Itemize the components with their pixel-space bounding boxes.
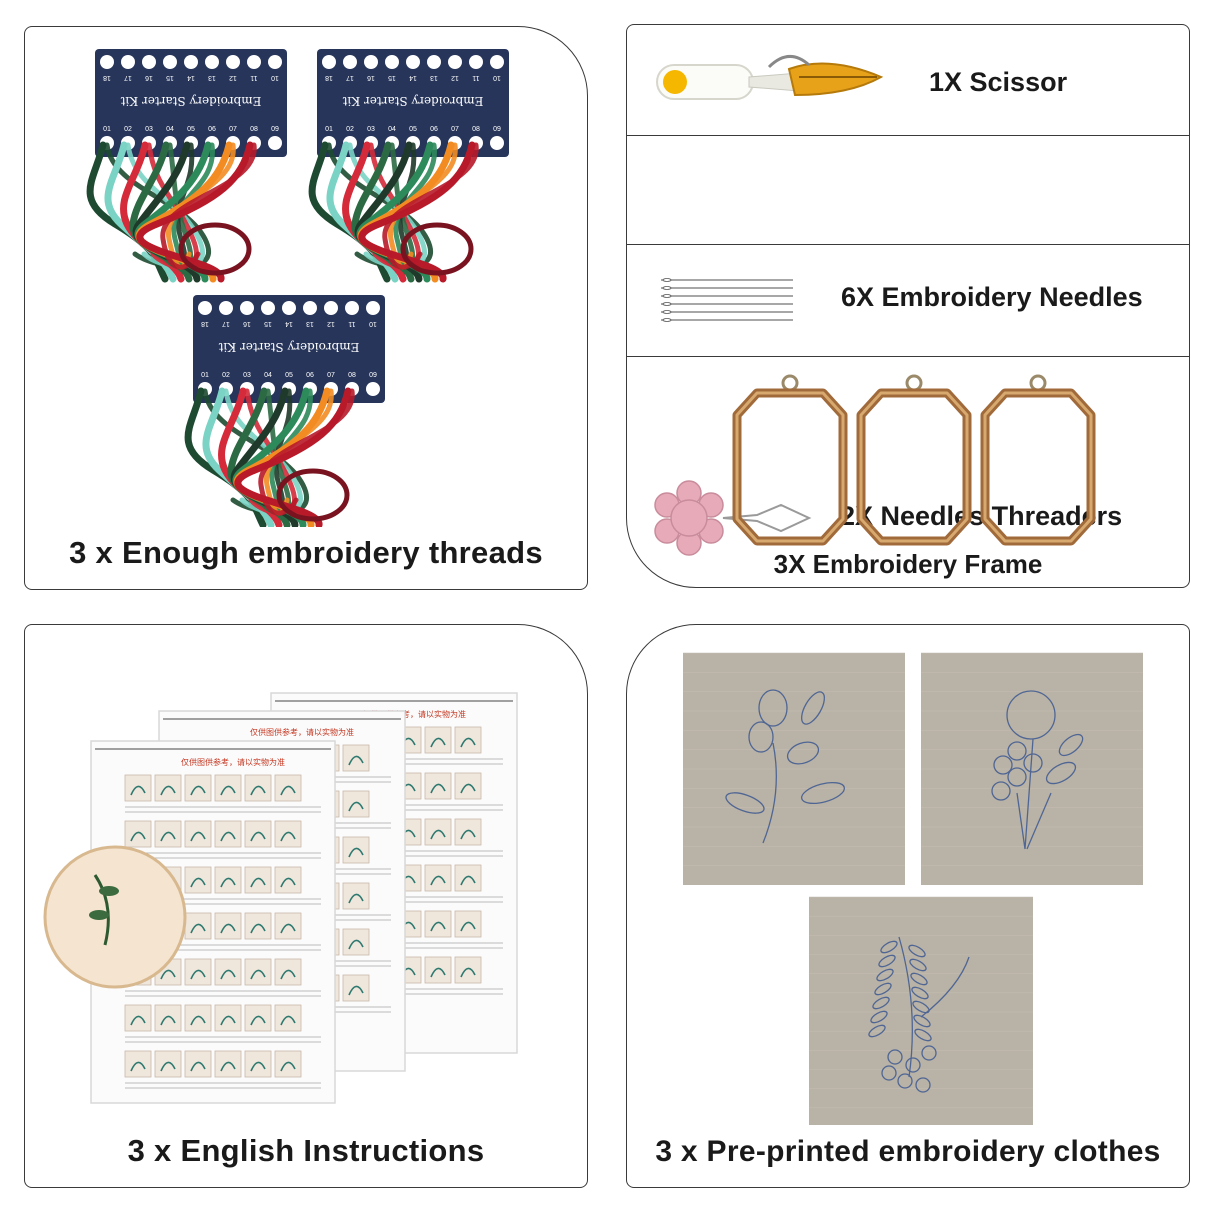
svg-text:17: 17 (124, 74, 132, 81)
svg-text:08: 08 (472, 126, 480, 133)
svg-text:04: 04 (166, 126, 174, 133)
svg-text:04: 04 (388, 126, 396, 133)
frame-label: 3X Embroidery Frame (773, 549, 1043, 579)
svg-text:03: 03 (145, 126, 153, 133)
embroidery-frame (732, 374, 848, 546)
svg-text:02: 02 (346, 126, 354, 133)
embroidery-frame (980, 374, 1096, 546)
svg-text:11: 11 (250, 74, 257, 81)
svg-text:10: 10 (271, 74, 279, 81)
svg-text:13: 13 (208, 74, 216, 81)
scissor-icon (656, 55, 884, 100)
thread-card: 18 01 17 02 16 03 15 04 14 05 13 06 12 07 11 08 10 09 Embr… (184, 295, 385, 527)
svg-text:02: 02 (124, 126, 132, 133)
svg-text:18: 18 (103, 74, 111, 81)
thread-card: 18 01 17 02 16 03 15 04 14 05 13 06 12 07 11 08 10 09 Embr… (86, 49, 287, 283)
svg-text:11: 11 (348, 320, 355, 327)
svg-text:14: 14 (409, 74, 417, 81)
svg-text:18: 18 (201, 320, 209, 327)
svg-text:15: 15 (166, 74, 174, 81)
svg-text:18: 18 (325, 74, 333, 81)
needles-icon (661, 278, 793, 322)
svg-text:03: 03 (243, 372, 251, 379)
embroidery-frames-icon (732, 374, 1096, 546)
svg-text:13: 13 (306, 320, 314, 327)
embroidery-frame (856, 374, 972, 546)
scissor-label: 1X Scissor (929, 67, 1068, 97)
fabric-swatch (809, 896, 1033, 1125)
threaders-row: 2X Needles Threaders (627, 245, 1189, 556)
thread-card: 18 01 17 02 16 03 15 04 14 05 13 06 12 07 11 08 10 09 Embr… (308, 49, 509, 283)
instructions-panel: 仅供图供参考，请以实物为准仅供图供参考，请以实物为准仅供图供参考，请以实物为准 … (24, 624, 588, 1188)
svg-text:15: 15 (388, 74, 396, 81)
svg-text:04: 04 (264, 372, 272, 379)
svg-text:07: 07 (327, 372, 335, 379)
svg-text:16: 16 (243, 320, 251, 327)
svg-text:仅供图供参考，请以实物为准: 仅供图供参考，请以实物为准 (250, 727, 354, 737)
fabrics-panel: 3 x Pre-printed embroidery clothes (626, 624, 1190, 1188)
scissor-row: 1X Scissor (627, 25, 1189, 136)
svg-text:13: 13 (430, 74, 438, 81)
svg-text:09: 09 (493, 126, 501, 133)
svg-text:07: 07 (229, 126, 237, 133)
svg-text:02: 02 (222, 372, 230, 379)
needles-label: 6X Embroidery Needles (841, 282, 1143, 312)
svg-text:14: 14 (285, 320, 293, 327)
svg-text:06: 06 (306, 372, 314, 379)
svg-text:10: 10 (369, 320, 377, 327)
svg-text:01: 01 (103, 126, 111, 133)
fabric-swatch (683, 652, 905, 885)
svg-text:07: 07 (451, 126, 459, 133)
svg-text:16: 16 (145, 74, 153, 81)
needle-threader-icon (654, 480, 812, 556)
svg-text:17: 17 (222, 320, 230, 327)
svg-text:06: 06 (208, 126, 216, 133)
threads-caption: 3 x Enough embroidery threads (69, 535, 543, 570)
svg-text:Embroidery Starter Kit: Embroidery Starter Kit (120, 94, 261, 108)
svg-text:01: 01 (325, 126, 333, 133)
tools-panel: 1X Scissor 6X Embroidery Needles 2X Need… (626, 24, 1190, 588)
svg-text:09: 09 (271, 126, 279, 133)
svg-text:08: 08 (250, 126, 258, 133)
svg-text:仅供图供参考，请以实物为准: 仅供图供参考，请以实物为准 (362, 709, 466, 719)
svg-text:16: 16 (367, 74, 375, 81)
svg-text:Embroidery Starter Kit: Embroidery Starter Kit (218, 340, 359, 354)
svg-text:12: 12 (327, 320, 335, 327)
svg-text:08: 08 (348, 372, 356, 379)
fabric-swatch (921, 652, 1143, 885)
svg-text:03: 03 (367, 126, 375, 133)
svg-text:05: 05 (285, 372, 293, 379)
svg-text:12: 12 (451, 74, 459, 81)
svg-text:Embroidery Starter Kit: Embroidery Starter Kit (342, 94, 483, 108)
svg-text:10: 10 (493, 74, 501, 81)
svg-text:09: 09 (369, 372, 377, 379)
instructions-caption: 3 x English Instructions (127, 1133, 485, 1168)
thread-cards-illustration: 180117021603150414051306120711081009Embr… (86, 49, 509, 527)
needles-row: 6X Embroidery Needles (627, 136, 1189, 322)
svg-text:05: 05 (187, 126, 195, 133)
svg-text:05: 05 (409, 126, 417, 133)
svg-text:17: 17 (346, 74, 354, 81)
svg-text:仅供图供参考，请以实物为准: 仅供图供参考，请以实物为准 (181, 757, 285, 767)
svg-text:11: 11 (472, 74, 479, 81)
fabrics-caption: 3 x Pre-printed embroidery clothes (655, 1135, 1161, 1168)
svg-text:14: 14 (187, 74, 195, 81)
svg-text:15: 15 (264, 320, 272, 327)
svg-text:01: 01 (201, 372, 209, 379)
svg-text:12: 12 (229, 74, 237, 81)
svg-text:06: 06 (430, 126, 438, 133)
pre-printed-fabrics-illustration (683, 652, 1143, 1125)
